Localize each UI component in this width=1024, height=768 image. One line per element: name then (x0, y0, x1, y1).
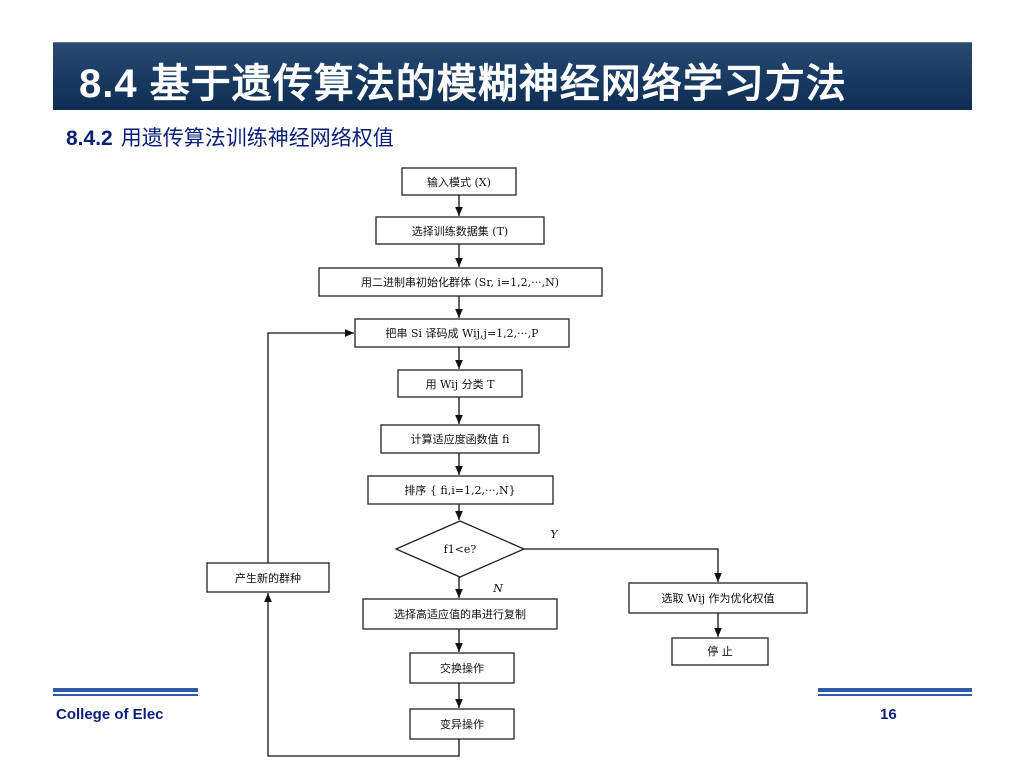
box-decode (354, 318, 570, 348)
footer-rule-right-thin (818, 694, 972, 696)
label-no: N (492, 582, 503, 595)
label-sort: 排序 { fi,i=1,2,···,N} (404, 483, 515, 497)
box-classify (397, 369, 523, 398)
subtitle-text: 用遗传算法训练神经网络权值 (120, 127, 394, 150)
box-stop (671, 637, 769, 666)
slide-title: 8.4 基于遗传算法的模糊神经网络学习方法 (79, 62, 847, 106)
label-yes: Y (550, 528, 559, 541)
label-select-train: 选择训练数据集 (T) (412, 224, 508, 238)
title-bar: 8.4 基于遗传算法的模糊神经网络学习方法 (53, 42, 972, 110)
footer-rule-right (818, 688, 972, 692)
label-decision: f1<e? (444, 543, 477, 556)
box-select-train (375, 216, 545, 245)
label-input: 输入模式 (X) (427, 175, 491, 189)
box-crossover (409, 652, 515, 684)
arrow-mutation-newpop (264, 593, 410, 757)
label-select-copy: 选择高适应值的串进行复制 (394, 607, 526, 621)
label-fitness: 计算适应度函数值 fi (411, 432, 510, 446)
box-sort (367, 475, 554, 505)
box-mutation (409, 708, 515, 740)
page-number: 16 (880, 706, 897, 723)
arrow-mutation-stub (410, 739, 460, 757)
footer-rule-left-thin (53, 694, 198, 696)
label-new-pop: 产生新的群种 (235, 571, 301, 585)
label-init-pop: 用二进制串初始化群体 (Sr, i=1,2,···,N) (361, 275, 559, 289)
footer-college: College of Elec (56, 706, 164, 723)
box-select-copy (362, 598, 558, 630)
box-new-pop (206, 562, 330, 593)
label-select-best: 选取 Wij 作为优化权值 (661, 591, 774, 605)
label-stop: 停 止 (707, 644, 733, 658)
label-crossover: 交换操作 (440, 661, 484, 675)
label-mutation: 变异操作 (440, 717, 484, 731)
section-subtitle: 8.4.2 用遗传算法训练神经网络权值 (66, 122, 394, 152)
label-classify: 用 Wij 分类 T (426, 377, 496, 391)
box-select-best (628, 582, 808, 614)
box-init-pop (318, 267, 603, 297)
subtitle-number: 8.4.2 (66, 127, 113, 150)
label-decode: 把串 Si 译码成 Wij,j=1,2,···,P (385, 326, 539, 340)
arrow-decision-yes (524, 548, 722, 582)
arrow-newpop-decode (267, 329, 354, 563)
decision-diamond (394, 520, 526, 578)
footer-rule-left (53, 688, 198, 692)
box-fitness (380, 424, 540, 454)
